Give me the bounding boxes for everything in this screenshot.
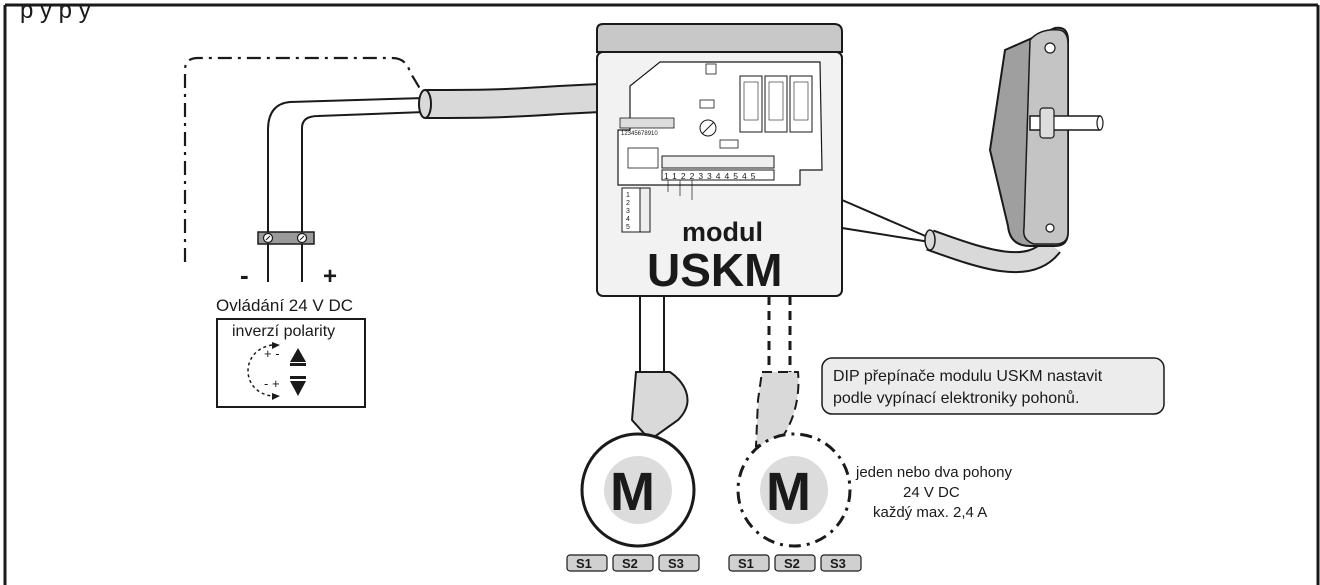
diagram-frame: [3, 3, 1320, 585]
control-wires: [267, 97, 426, 238]
motor-info-line-2: 24 V DC: [903, 484, 960, 501]
switch-left-s2: S2: [622, 556, 638, 571]
motor-2-optional: M: [736, 296, 852, 548]
terminal-block: [257, 231, 315, 282]
switch-badges-right: S1 S2 S3: [728, 554, 862, 572]
dip-switch-numbers: 12345678910: [621, 131, 658, 137]
polarity-box: inverzí polarity + - - +: [216, 318, 366, 408]
motor-2-letter: M: [766, 462, 811, 522]
motor-1-letter: M: [610, 462, 655, 522]
polarity-up-signs: + -: [264, 346, 280, 361]
svg-text:2: 2: [626, 200, 630, 207]
note-line-2: podle vypínací elektroniky pohonů.: [833, 389, 1079, 407]
switch-right-s3: S3: [830, 556, 846, 571]
motor-info: jeden nebo dva pohony 24 V DC každý max.…: [855, 464, 1012, 521]
motor-1: M: [580, 295, 696, 548]
svg-text:5: 5: [626, 224, 630, 231]
polarity-down-signs: - +: [264, 376, 280, 391]
minus-sign: -: [240, 260, 249, 290]
switch-badges-left: S1 S2 S3: [566, 554, 700, 572]
module-label-uskm: USKM: [647, 244, 782, 296]
switch-left-s3: S3: [668, 556, 684, 571]
pcb-board: 12345678910: [617, 61, 823, 186]
dip-note: DIP přepínače modulu USKM nastavit podle…: [821, 357, 1165, 415]
module-label-modul: modul: [682, 217, 763, 247]
motor-info-line-3: každý max. 2,4 A: [873, 504, 987, 521]
svg-text:4: 4: [626, 216, 630, 223]
svg-text:1: 1: [626, 192, 630, 199]
arrow-down-icon: [290, 376, 306, 396]
motor-info-line-1: jeden nebo dva pohony: [855, 464, 1012, 481]
optional-cable-dashdot: [183, 56, 423, 262]
polarity-title: inverzí polarity: [232, 323, 335, 340]
arrow-up-icon: [290, 348, 306, 366]
svg-text:3: 3: [626, 208, 630, 215]
side-device: [988, 26, 1104, 247]
switch-right-s1: S1: [738, 556, 754, 571]
plus-sign: +: [323, 263, 337, 290]
device-wires: [841, 199, 1061, 274]
switch-left-s1: S1: [576, 556, 592, 571]
control-label: Ovládání 24 V DC: [216, 296, 353, 315]
switch-right-s2: S2: [784, 556, 800, 571]
note-line-1: DIP přepínače modulu USKM nastavit: [833, 368, 1103, 385]
mini-terminal: 1 2 3 4 5: [621, 187, 651, 233]
